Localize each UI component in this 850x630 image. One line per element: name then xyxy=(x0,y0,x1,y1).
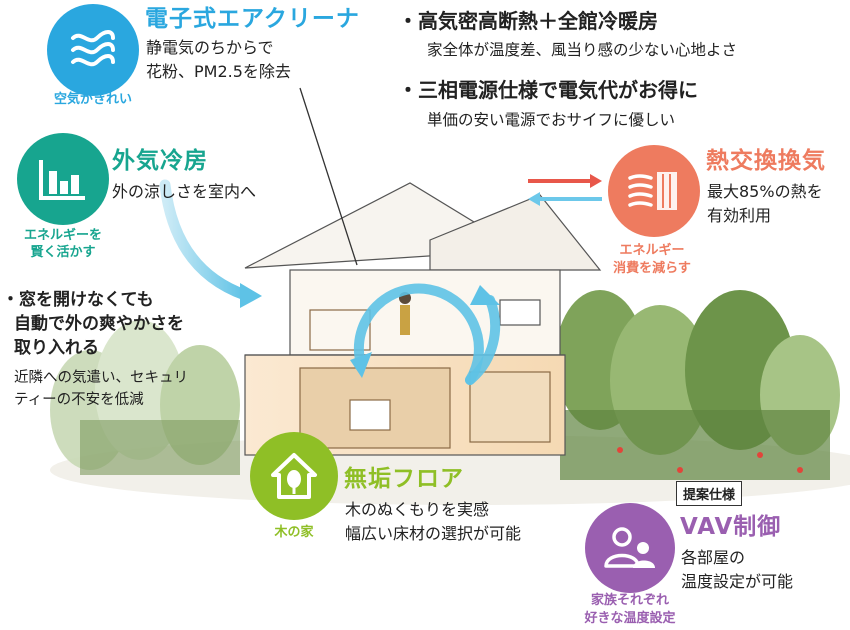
outdoor-cooling-caption2: 賢く活かす xyxy=(30,245,96,260)
trees-right xyxy=(555,290,840,480)
outdoor-cooling-line1: 外の涼しさを室内へ xyxy=(112,182,257,201)
power-sub: 単価の安い電源でおサイフに優しい xyxy=(427,111,676,129)
heat-exchange-title: 熱交換換気 xyxy=(706,148,826,174)
heat-exchange-badge xyxy=(608,145,700,237)
cool-air-arrow xyxy=(159,179,251,301)
cool-air-arrowhead xyxy=(240,283,262,308)
floor-title: 無垢フロア xyxy=(344,466,464,492)
air-cleaner-line1: 静電気のちからで xyxy=(146,38,274,57)
exchange-arrows xyxy=(528,174,602,206)
air-cleaner-badge xyxy=(47,4,139,96)
heat-exchange-line2: 有効利用 xyxy=(707,206,772,225)
vent-icon xyxy=(628,172,677,210)
outdoor-cooling-badge xyxy=(17,133,109,225)
house xyxy=(244,182,602,456)
outdoor-cooling-caption1: エネルギーを xyxy=(23,228,102,243)
trees-left xyxy=(50,320,240,475)
vav-title: VAV制御 xyxy=(680,514,782,540)
vav-caption1: 家族それぞれ xyxy=(590,593,669,608)
insulation-sub: 家全体が温度差、風当り感の少ない心地よさ xyxy=(427,41,738,59)
window-sub2: ティーの不安を低減 xyxy=(14,392,144,408)
vav-line1: 各部屋の xyxy=(681,548,746,567)
insulation-title: ・高気密高断熱＋全館冷暖房 xyxy=(398,9,658,33)
house-icon xyxy=(271,453,317,499)
outdoor-cooling-title: 外気冷房 xyxy=(112,148,208,174)
bar-chart-icon xyxy=(39,160,85,200)
heat-exchange-caption2: 消費を減らす xyxy=(613,261,691,276)
vav-caption2: 好きな温度設定 xyxy=(584,611,676,626)
window-line1: ・窓を開けなくても xyxy=(2,290,154,310)
air-cleaner-title: 電子式エアクリーナ xyxy=(145,6,360,32)
floor-badge xyxy=(250,432,338,520)
heat-exchange-line1: 最大85%の熱を xyxy=(707,182,823,201)
window-line2: 自動で外の爽やかさを xyxy=(14,314,184,334)
airflow-circle xyxy=(350,283,501,385)
floor-caption: 木の家 xyxy=(274,525,314,540)
pointer-line xyxy=(299,87,358,266)
air-cleaner-line2: 花粉、PM2.5を除去 xyxy=(146,62,291,81)
window-sub1: 近隣への気遣い、セキュリ xyxy=(14,370,188,386)
vav-line2: 温度設定が可能 xyxy=(681,572,794,591)
heat-exchange-caption1: エネルギー xyxy=(619,243,685,258)
air-cleaner-caption: 空気がきれい xyxy=(53,92,132,107)
power-title: ・三相電源仕様で電気代がお得に xyxy=(398,78,698,102)
proposal-tag: 提案仕様 xyxy=(676,481,743,506)
wave-icon xyxy=(71,30,115,67)
floor-line1: 木のぬくもりを実感 xyxy=(345,500,490,519)
vav-badge xyxy=(585,503,675,593)
window-line3: 取り入れる xyxy=(14,338,99,358)
family-icon xyxy=(604,527,655,568)
floor-line2: 幅広い床材の選択が可能 xyxy=(345,524,522,543)
